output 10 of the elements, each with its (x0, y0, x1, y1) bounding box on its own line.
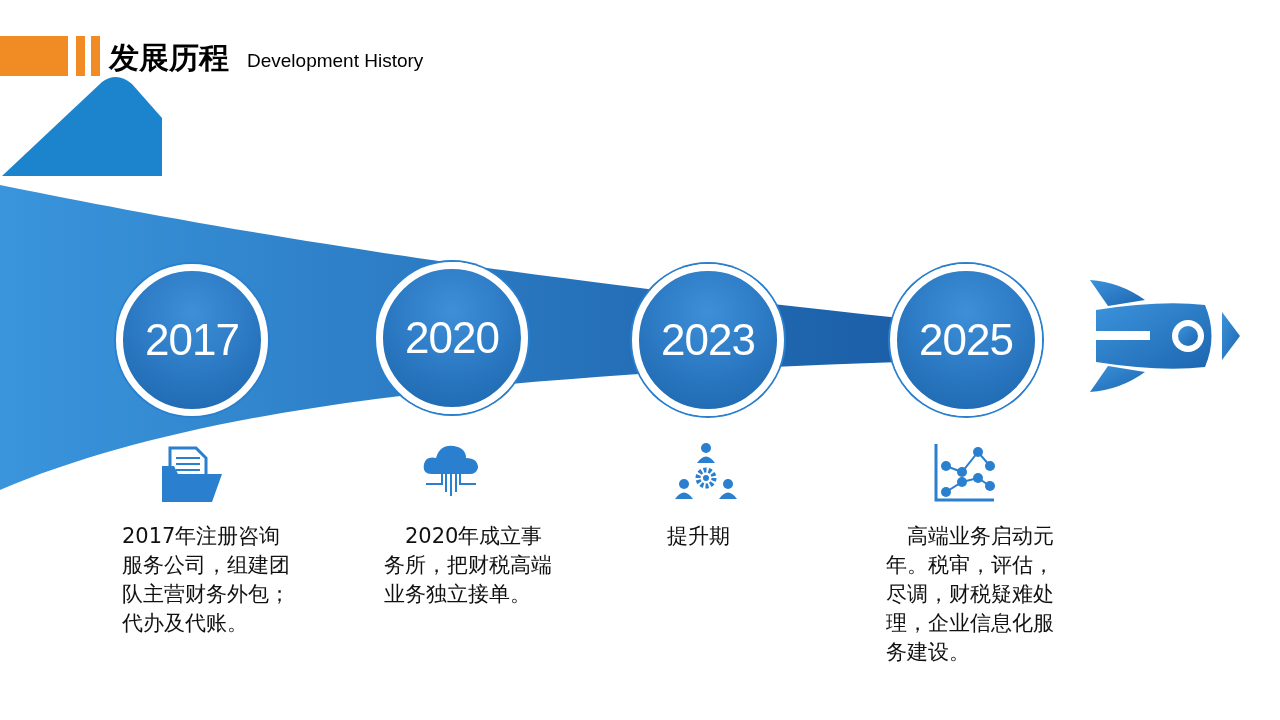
description-text: 2017年注册咨询服务公司，组建团队主营财务外包；代办及代账。 (122, 523, 290, 637)
title: 发展历程 (109, 39, 229, 77)
year-label: 2020 (405, 313, 499, 363)
year-label: 2025 (919, 315, 1013, 365)
description-text: 2020年成立事务所，把财税高端业务独立接单。 (384, 523, 552, 608)
description-text: 提升期 (666, 523, 731, 550)
year-label: 2017 (145, 315, 239, 365)
description-text: 高端业务启动元年。税审，评估，尽调，财税疑难处理，企业信息化服务建设。 (886, 523, 1054, 666)
subtitle: Development History (247, 49, 424, 73)
year-label: 2023 (661, 315, 755, 365)
